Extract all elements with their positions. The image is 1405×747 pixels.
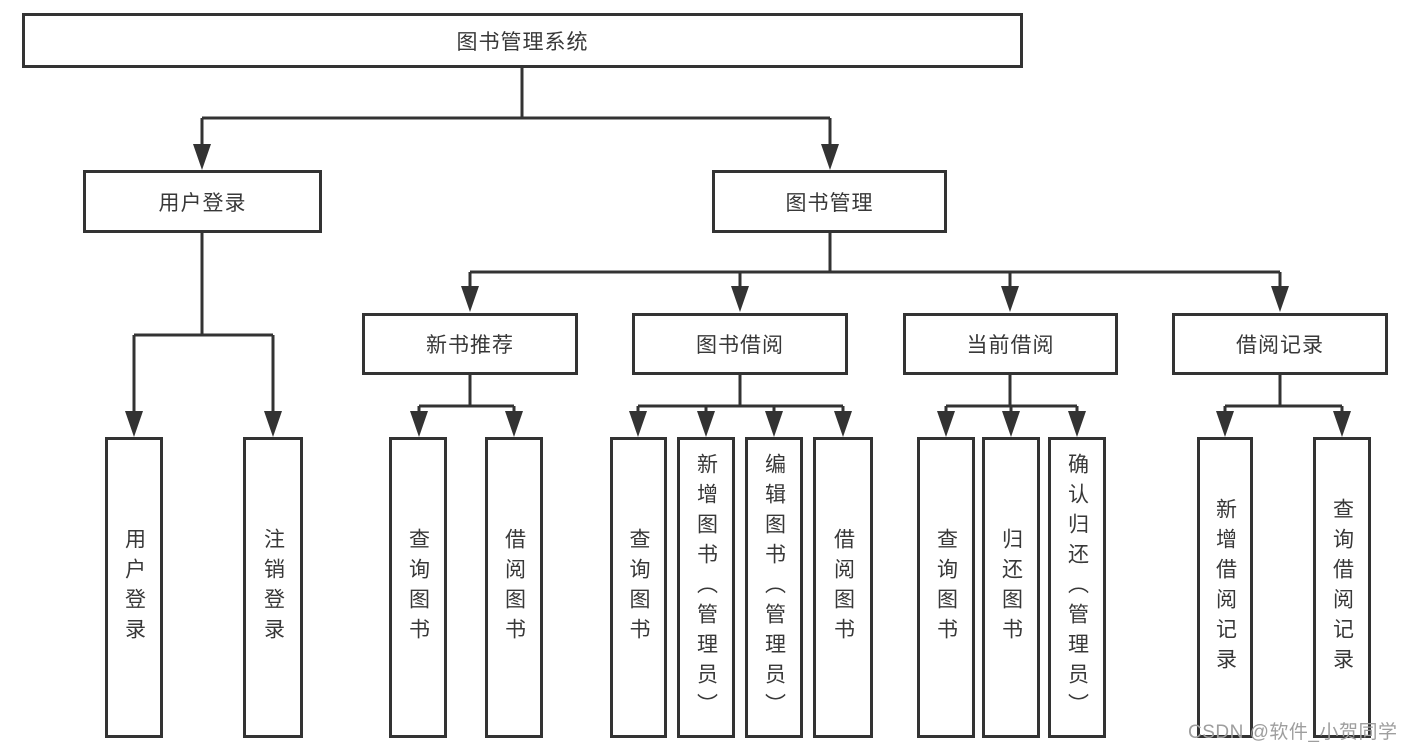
node-add-book-admin: 新增图书（管理员） xyxy=(677,437,735,738)
node-label: 借阅图书 xyxy=(831,527,855,648)
node-query-borrow-record: 查询借阅记录 xyxy=(1313,437,1371,738)
node-label: 查询图书 xyxy=(627,527,650,648)
node-label: 借阅记录 xyxy=(1236,334,1324,357)
node-label: 图书管理系统 xyxy=(456,30,589,54)
node-label: 新书推荐 xyxy=(426,334,514,357)
csdn-watermark: CSDN @软件_小贺同学 xyxy=(1188,722,1398,743)
node-label: 查询图书 xyxy=(934,527,958,648)
node-book-borrow: 图书借阅 xyxy=(632,313,848,375)
node-label: 注销登录 xyxy=(261,527,285,648)
node-book-management: 图书管理 xyxy=(712,170,947,233)
node-edit-book-admin: 编辑图书（管理员） xyxy=(745,437,803,738)
node-label: 查询图书 xyxy=(406,527,430,648)
node-label: 新增图书（管理员） xyxy=(694,452,718,723)
node-label: 归还图书 xyxy=(999,527,1023,648)
node-label: 编辑图书（管理员） xyxy=(762,452,786,723)
node-query-books-recommend: 查询图书 xyxy=(389,437,447,738)
node-logout: 注销登录 xyxy=(243,437,303,738)
node-label: 图书管理 xyxy=(785,191,874,215)
node-label: 用户登录 xyxy=(158,191,247,215)
node-label: 图书借阅 xyxy=(696,334,784,357)
node-label: 借阅图书 xyxy=(502,527,526,648)
node-borrow-books-recommend: 借阅图书 xyxy=(485,437,543,738)
node-user-login: 用户登录 xyxy=(105,437,163,738)
node-label: 新增借阅记录 xyxy=(1213,497,1237,678)
node-return-books: 归还图书 xyxy=(982,437,1040,738)
node-label: 查询借阅记录 xyxy=(1330,497,1354,678)
node-new-book-recommend: 新书推荐 xyxy=(362,313,578,375)
node-add-borrow-record: 新增借阅记录 xyxy=(1197,437,1253,738)
node-label: 确认归还（管理员） xyxy=(1065,452,1089,723)
node-query-books-current: 查询图书 xyxy=(917,437,975,738)
node-label: 当前借阅 xyxy=(966,334,1055,357)
node-borrow-books: 借阅图书 xyxy=(813,437,873,738)
node-user-login-group: 用户登录 xyxy=(83,170,322,233)
node-library-management-system: 图书管理系统 xyxy=(22,13,1023,68)
node-query-books-borrow: 查询图书 xyxy=(610,437,667,738)
node-borrow-record: 借阅记录 xyxy=(1172,313,1388,375)
node-confirm-return-admin: 确认归还（管理员） xyxy=(1048,437,1106,738)
node-current-borrow: 当前借阅 xyxy=(903,313,1118,375)
node-label: 用户登录 xyxy=(122,527,146,648)
